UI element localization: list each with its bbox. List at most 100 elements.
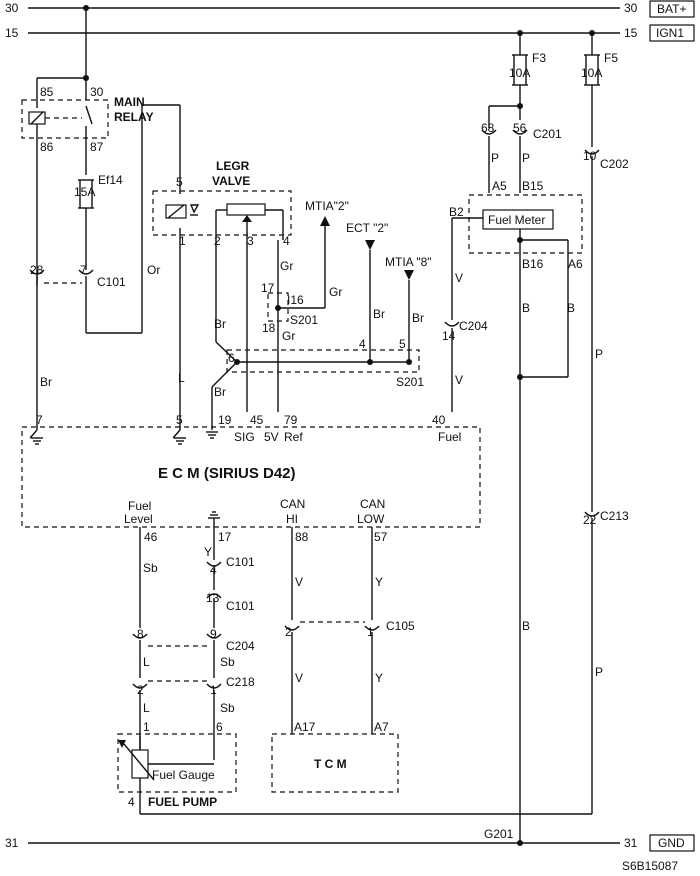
pin-a6: A6 — [568, 257, 583, 271]
ecm-pin-57: 57 — [374, 530, 388, 544]
wire-sb-3: Sb — [220, 701, 235, 715]
fp-pin-4: 4 — [128, 795, 135, 809]
legr-label-1: LEGR — [216, 159, 250, 173]
ecm-fuel: Fuel — [438, 430, 461, 444]
document-id: S6B15087 — [622, 859, 678, 873]
legr-pin-5: 5 — [176, 175, 183, 189]
ref-mtia8: MTIA "8" — [385, 255, 432, 269]
bat-rail-num-right: 30 — [624, 1, 638, 15]
gnd-rail-num-right: 31 — [624, 836, 638, 850]
tcm-pin-a17: A17 — [294, 720, 316, 734]
pin-68: 68 — [481, 121, 495, 135]
connector-c218: 2 1 C218 — [132, 675, 255, 697]
gnd-rail: 31 31 GND — [5, 834, 695, 852]
gnd-rail-label: GND — [658, 836, 685, 850]
tcm-module: T C M A17 A7 — [271, 720, 399, 793]
ign-rail-num-left: 15 — [5, 26, 19, 40]
legr-valve: LEGR VALVE 5 1 2 3 4 — [152, 159, 292, 248]
ecm-module: 7 5 19 45 79 40 SIG 5V Ref Fuel E C M (S… — [21, 413, 481, 544]
wire-p-1: P — [491, 151, 499, 165]
ecm-pin-5: 5 — [176, 413, 183, 427]
fuel-pump: Fuel Gauge FUEL PUMP 1 6 4 — [117, 720, 237, 814]
wire-br-2: Br — [214, 317, 226, 331]
connector-c202: 10 C202 P — [583, 149, 629, 512]
ecm-pin-40: 40 — [432, 413, 446, 427]
tcm-pin-a7: A7 — [374, 720, 389, 734]
fuse-ef14-rating: 15A — [74, 185, 95, 199]
wire-y-1: Y — [204, 545, 212, 559]
ecm-5v: 5V — [264, 430, 279, 444]
ecm-pin-17: 17 — [218, 530, 232, 544]
ign-rail-num-right: 15 — [624, 26, 638, 40]
c105-pin-1: 1 — [367, 625, 374, 639]
relay-pin-86: 86 — [40, 140, 54, 154]
ign-rail: 15 15 IGN1 — [5, 24, 695, 42]
ecm-pin-19: 19 — [218, 413, 232, 427]
wire-sb-2: Sb — [220, 655, 235, 669]
s201-label-a: S201 — [290, 313, 318, 327]
connector-c101: 28 7 C101 — [29, 263, 126, 289]
c201-label: C201 — [533, 127, 562, 141]
relay-pin-85: 85 — [40, 85, 54, 99]
s201-pin-5: 5 — [399, 337, 406, 351]
legr-pin-3: 3 — [247, 234, 254, 248]
legr-pin-1: 1 — [179, 234, 186, 248]
ecm-fuel-level-1: Fuel — [128, 499, 151, 513]
fuel-meter: Fuel Meter A5 B15 B2 B16 A6 V B B B — [449, 179, 583, 843]
wire-l-3: L — [143, 701, 150, 715]
fuse-f3-rating: 10A — [509, 66, 530, 80]
ecm-can-low-1: CAN — [360, 497, 385, 511]
c202-label: C202 — [600, 157, 629, 171]
ref-mtia2: MTIA"2" — [305, 199, 349, 213]
ecm-pin-88: 88 — [295, 530, 309, 544]
pin-17: 17 — [261, 281, 275, 295]
c218-label: C218 — [226, 675, 255, 689]
c213-label: C213 — [600, 509, 629, 523]
s201-label-b: S201 — [396, 375, 424, 389]
wire-v-4: V — [295, 671, 303, 685]
fuel-pump-label: FUEL PUMP — [148, 795, 217, 809]
connector-c101-lower: Y 4 C101 13 C101 — [204, 545, 255, 628]
connector-c204-lower: 8 9 C204 — [132, 627, 255, 653]
wire-b-3: B — [522, 619, 530, 633]
pin-10: 10 — [583, 149, 597, 163]
pin-28: 28 — [30, 263, 44, 277]
bat-rail-num-left: 30 — [5, 1, 19, 15]
tcm-label: T C M — [314, 757, 347, 771]
i16-label: I16 — [287, 293, 304, 307]
legr-pin-2: 2 — [214, 234, 221, 248]
c105-pin-2: 2 — [285, 625, 292, 639]
s201-pin-6: 6 — [228, 351, 235, 365]
relay-label-2: RELAY — [114, 110, 154, 124]
wire-v-3: V — [295, 575, 303, 589]
g201-label: G201 — [484, 827, 514, 841]
fuse-f5: F5 10A — [581, 30, 618, 147]
pin-56: 56 — [513, 121, 527, 135]
splice-s201-i16: 17 I16 S201 18 Gr Gr MTIA"2" — [261, 199, 349, 343]
pin-a5: A5 — [492, 179, 507, 193]
fuse-ef14-name: Ef14 — [98, 173, 123, 187]
c101-pin-4: 4 — [210, 563, 217, 577]
fuse-f5-rating: 10A — [581, 66, 602, 80]
wire-br-4: Br — [373, 307, 385, 321]
c204-pin-8: 8 — [137, 627, 144, 641]
fuel-gauge-label: Fuel Gauge — [152, 768, 215, 782]
bat-rail-label: BAT+ — [657, 2, 686, 16]
fp-pin-6: 6 — [216, 720, 223, 734]
fuse-ef14: Ef14 15A — [74, 173, 123, 270]
connector-c204-upper: 14 C204 V — [442, 319, 488, 412]
pin-b2: B2 — [449, 205, 464, 219]
ign-rail-label: IGN1 — [656, 26, 684, 40]
ground-icon — [29, 429, 220, 560]
gnd-rail-num-left: 31 — [5, 836, 19, 850]
ecm-title: E C M (SIRIUS D42) — [158, 465, 296, 482]
ecm-can-low-2: LOW — [357, 512, 385, 526]
relay-label-1: MAIN — [114, 95, 145, 109]
ecm-can-hi-1: CAN — [280, 497, 305, 511]
ecm-pin-45: 45 — [250, 413, 264, 427]
pin-18: 18 — [262, 321, 276, 335]
wire-b-2: B — [567, 301, 575, 315]
pin-7: 7 — [80, 263, 87, 277]
ecm-can-hi-2: HI — [286, 512, 298, 526]
